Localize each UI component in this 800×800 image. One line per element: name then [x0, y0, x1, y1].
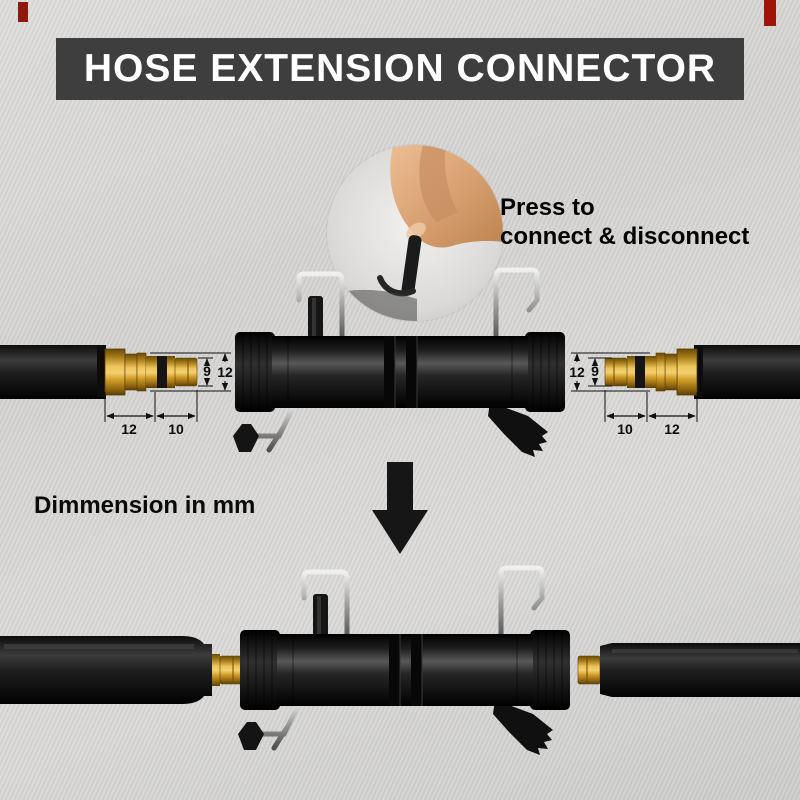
- corner-mark-left: [18, 2, 28, 22]
- left-hose: [0, 345, 106, 399]
- dim-right-len-front: 10: [617, 421, 633, 437]
- center-connector-assembled: [238, 568, 570, 755]
- dim-right-vertical: 12 9: [569, 352, 650, 392]
- page-title: HOSE EXTENSION CONNECTOR: [83, 47, 717, 90]
- fingernail: [406, 222, 426, 240]
- dim-left-vertical: 9 12: [150, 352, 233, 392]
- assembled-diagram: [0, 556, 800, 791]
- disassembled-diagram: 9 12 12 10 12 9 10 12: [0, 262, 800, 492]
- dim-left-body-od: 12: [217, 364, 233, 380]
- dim-right-body-od: 12: [569, 364, 585, 380]
- title-banner: HOSE EXTENSION CONNECTOR: [56, 38, 744, 100]
- dim-left-len-rear: 12: [121, 421, 137, 437]
- dimension-note: Dimmension in mm: [34, 492, 256, 519]
- right-fitting: [604, 348, 698, 396]
- down-arrow-icon: [372, 462, 428, 554]
- clip-pin: [401, 235, 422, 296]
- press-caption-line2: connect & disconnect: [500, 222, 750, 250]
- dim-right-len-rear: 12: [664, 421, 680, 437]
- press-caption-line1: Press to: [500, 194, 595, 221]
- dim-left-tip-od: 9: [203, 363, 211, 379]
- dim-left-len-front: 10: [168, 421, 184, 437]
- right-hose-assembled: [600, 643, 800, 697]
- dim-left-horizontal: 12 10: [104, 390, 198, 437]
- left-fitting: [104, 348, 198, 396]
- right-hose: [694, 345, 800, 399]
- center-connector: [233, 270, 565, 457]
- dim-right-tip-od: 9: [591, 363, 599, 379]
- left-hose-assembled: [0, 636, 212, 704]
- press-caption: Press to connect & disconnect: [500, 194, 780, 252]
- corner-mark-right: [764, 0, 776, 26]
- dim-right-horizontal: 10 12: [604, 390, 698, 437]
